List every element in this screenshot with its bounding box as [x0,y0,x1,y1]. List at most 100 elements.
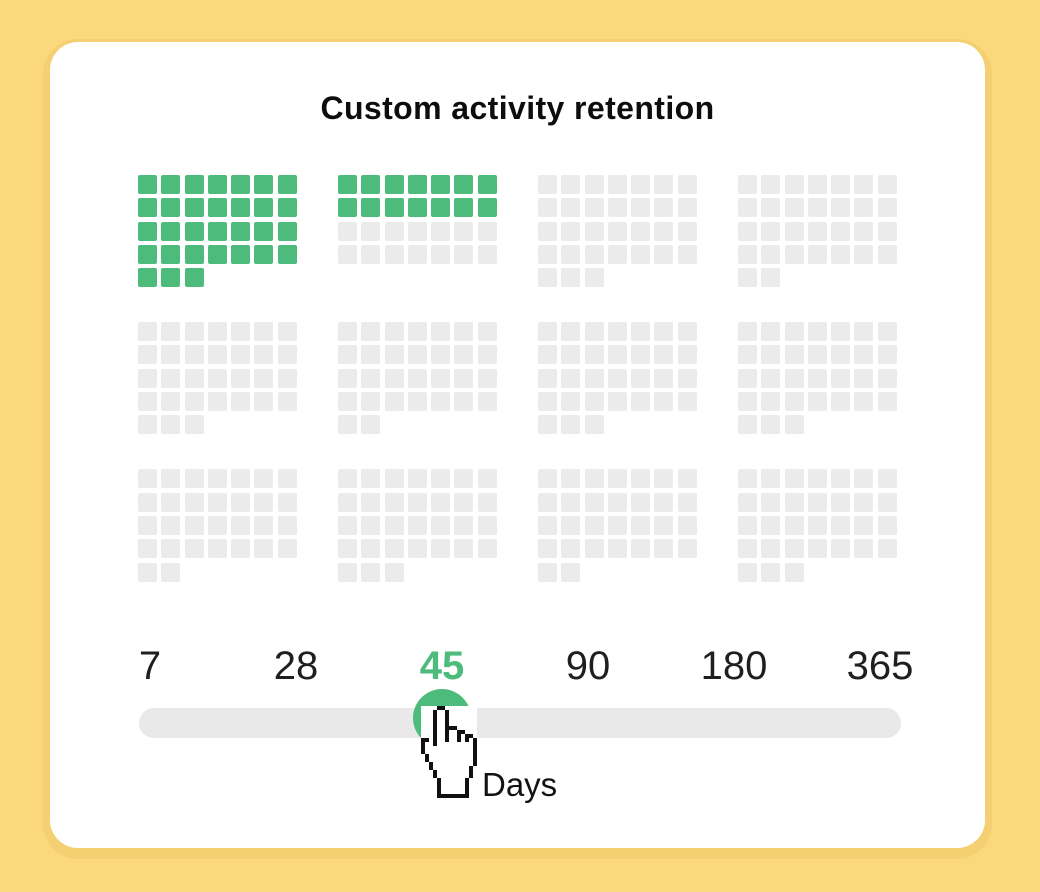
month-block [537,469,697,582]
slider-label-180[interactable]: 180 [700,644,768,688]
retention-waffle-grid [138,175,897,582]
day-square [138,415,157,435]
day-square [677,515,697,535]
day-square [231,244,251,264]
day-square [161,175,181,194]
day-square [561,515,581,535]
day-square [254,539,274,559]
day-square [654,175,674,194]
day-square [854,392,874,412]
day-square [454,345,474,365]
day-square [584,175,604,194]
day-square [361,198,381,218]
day-square [784,492,804,512]
card-title: Custom activity retention [320,90,715,126]
day-square [231,322,251,342]
day-square [737,415,757,435]
day-square [761,392,781,412]
day-square [537,244,557,264]
day-square [854,539,874,559]
slider-label-45[interactable]: 45 [419,644,465,688]
day-square [784,368,804,388]
day-square [807,244,827,264]
day-square [431,515,451,535]
day-square [631,539,651,559]
day-square [277,469,297,489]
day-square [584,268,604,288]
day-square [607,244,627,264]
day-square [737,345,757,365]
day-square [561,175,581,194]
day-square [431,221,451,241]
day-square [184,268,204,288]
day-square [761,539,781,559]
day-square [277,322,297,342]
day-square [677,221,697,241]
day-square [831,345,851,365]
day-square [407,515,427,535]
day-square [361,221,381,241]
day-square [384,221,404,241]
day-square [454,368,474,388]
day-square [207,175,227,194]
day-square [677,368,697,388]
day-square [277,198,297,218]
day-square [454,515,474,535]
day-square [877,198,897,218]
day-square [831,539,851,559]
slider-track[interactable] [139,708,901,738]
day-square [384,392,404,412]
day-square [677,244,697,264]
day-square [231,469,251,489]
slider-label-365[interactable]: 365 [846,644,914,688]
month-block [138,322,297,435]
day-square [184,469,204,489]
day-square [631,345,651,365]
day-square [561,244,581,264]
day-square [854,368,874,388]
day-square [854,198,874,218]
day-square [361,322,381,342]
day-square [737,322,757,342]
day-square [761,415,781,435]
day-square [361,175,381,194]
slider-label-28[interactable]: 28 [273,644,319,688]
day-square [737,244,757,264]
month-block [337,469,497,582]
day-square [277,244,297,264]
day-square [784,515,804,535]
day-square [431,198,451,218]
day-square [254,221,274,241]
day-square [677,469,697,489]
day-square [584,244,604,264]
day-square [431,539,451,559]
day-square [161,268,181,288]
day-square [654,469,674,489]
slider-unit-label: Days [482,766,558,803]
day-square [207,368,227,388]
day-square [431,244,451,264]
day-square [877,368,897,388]
month-block [138,175,297,288]
day-square [231,368,251,388]
slider-label-7[interactable]: 7 [138,644,162,688]
day-square [454,175,474,194]
day-square [654,368,674,388]
day-square [654,221,674,241]
day-square [161,345,181,365]
day-square [807,539,827,559]
day-square [761,368,781,388]
day-square [477,492,497,512]
slider-label-90[interactable]: 90 [565,644,611,688]
day-square [277,539,297,559]
day-square [854,515,874,535]
day-square [384,198,404,218]
day-square [407,392,427,412]
day-square [737,268,757,288]
day-square [477,539,497,559]
day-square [431,345,451,365]
day-square [384,244,404,264]
day-square [784,175,804,194]
day-square [477,368,497,388]
